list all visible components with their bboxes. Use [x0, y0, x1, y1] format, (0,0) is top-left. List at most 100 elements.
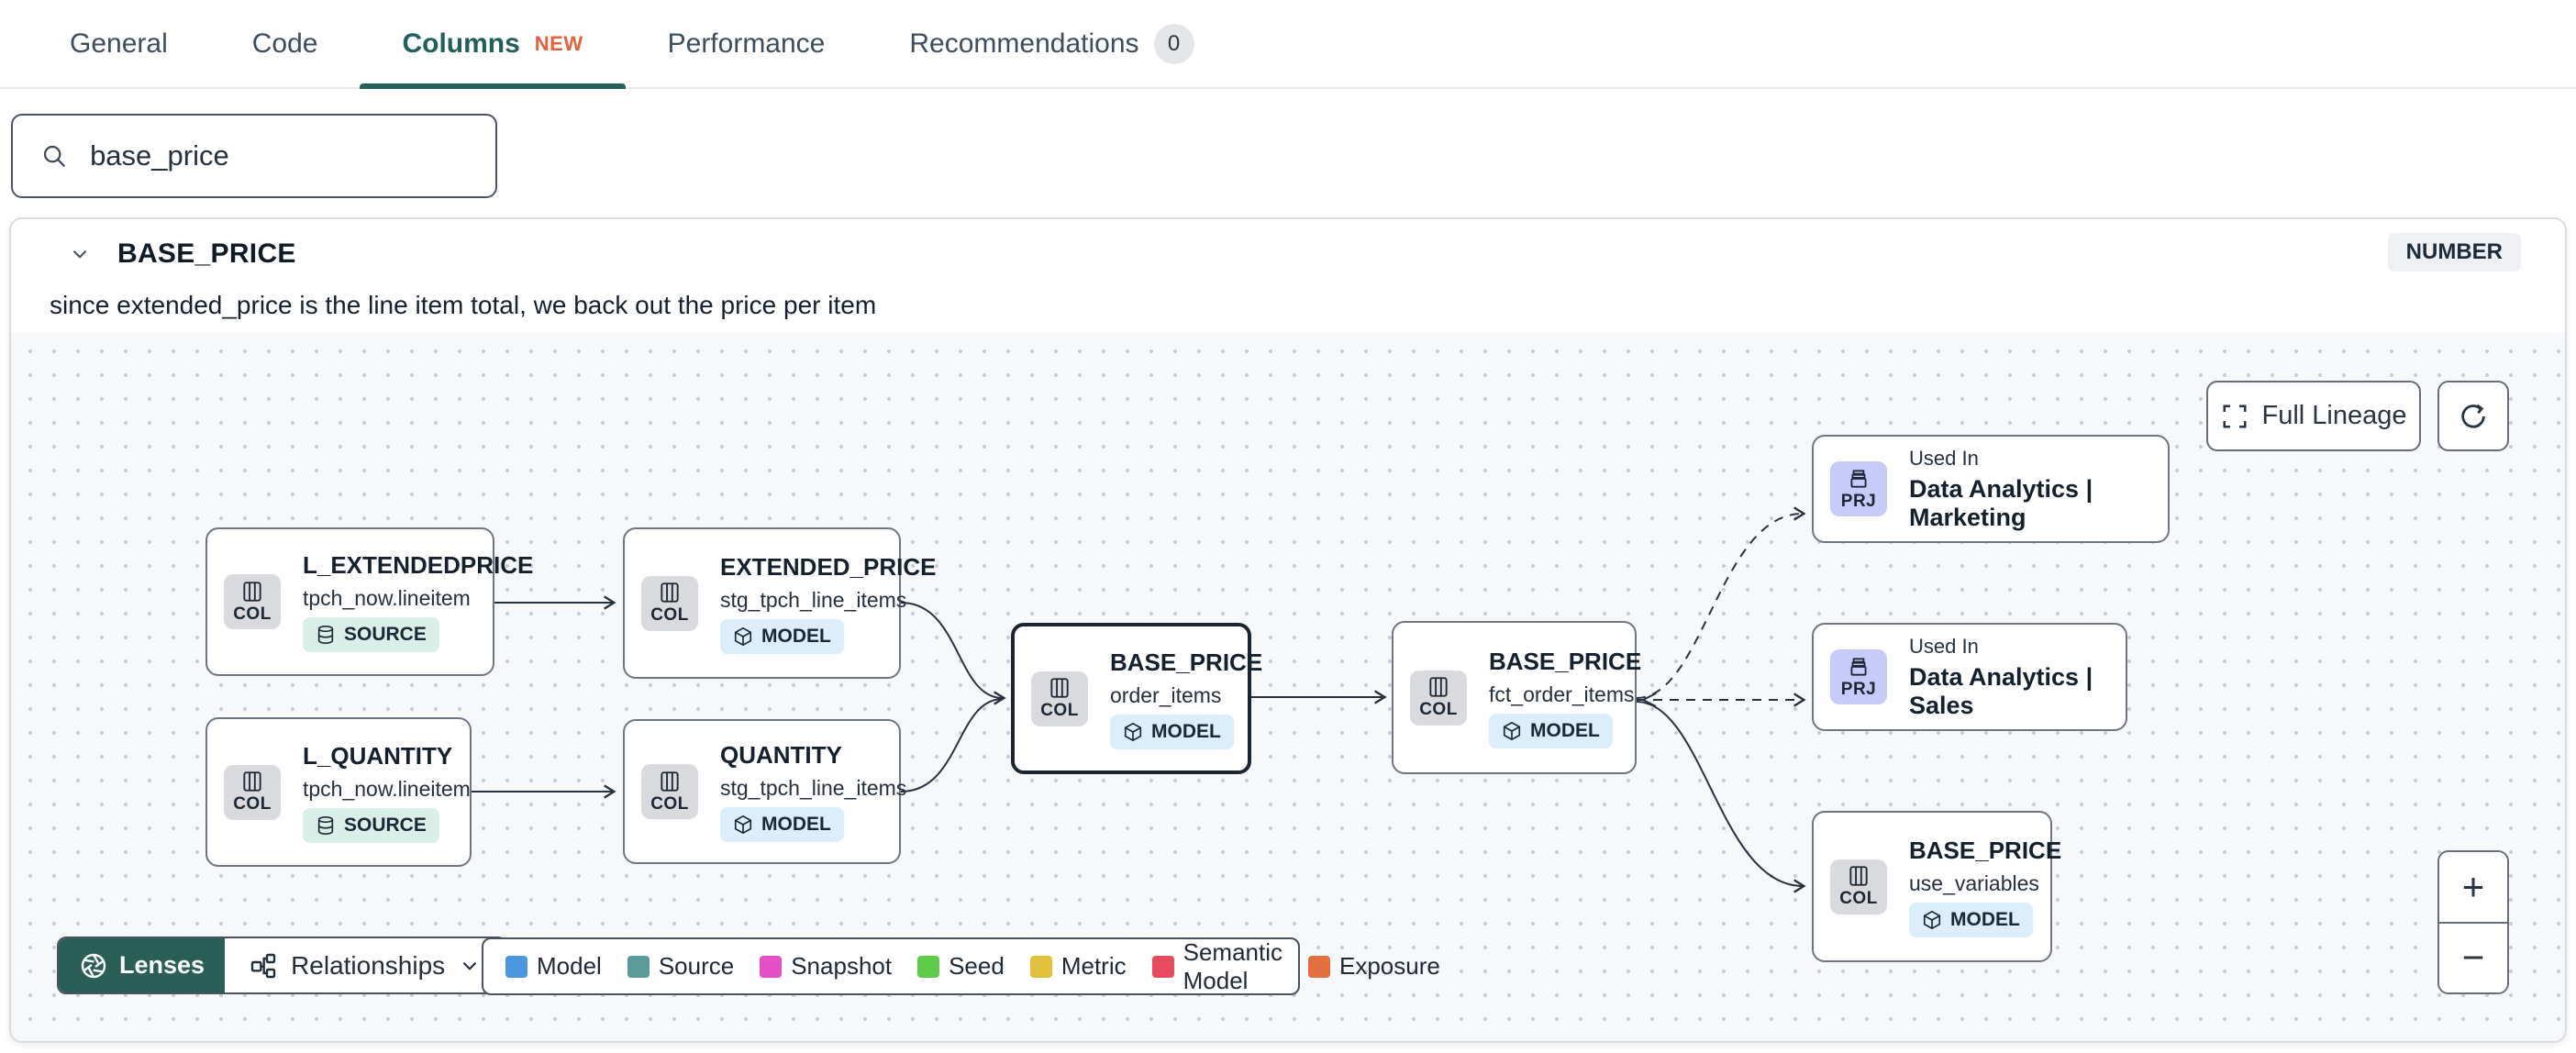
columns-icon — [1050, 678, 1069, 698]
column-type-badge: NUMBER — [2387, 233, 2521, 272]
node-type-legend: Model Source Snapshot Seed Metric Semant… — [482, 937, 1440, 995]
col-chip: COL — [1031, 671, 1088, 726]
model-swatch — [505, 955, 527, 978]
database-icon — [317, 815, 334, 835]
zoom-out-button[interactable]: − — [2439, 921, 2507, 992]
column-description: since extended_price is the line item to… — [50, 291, 877, 319]
collapse-chevron-icon[interactable] — [66, 240, 94, 268]
archive-icon — [1850, 469, 1867, 488]
node-subtitle: stg_tpch_line_items — [720, 776, 907, 800]
lenses-toolbar: Lenses Relationships — [57, 937, 508, 994]
column-name: BASE_PRICE — [117, 238, 296, 269]
search-input[interactable] — [90, 139, 468, 172]
new-badge: NEW — [534, 31, 583, 55]
node-title: EXTENDED_PRICE — [720, 552, 937, 581]
column-card: BASE_PRICE NUMBER since extended_price i… — [9, 217, 2567, 1043]
legend-item-semantic-model: Semantic Model — [1151, 938, 1282, 995]
refresh-icon — [2461, 404, 2485, 428]
used-in-label: Used In — [1909, 446, 1979, 470]
active-tab-underline — [360, 83, 626, 90]
archive-icon — [1850, 657, 1867, 676]
cube-icon — [1503, 721, 1521, 740]
prj-chip: PRJ — [1830, 649, 1887, 704]
col-chip: COL — [641, 764, 698, 819]
search-icon — [43, 145, 66, 168]
lineage-node-l-extendedprice[interactable]: COL L_EXTENDEDPRICE tpch_now.lineitem SO… — [205, 527, 533, 676]
database-icon — [317, 626, 334, 644]
columns-icon — [661, 582, 679, 603]
tab-general[interactable]: General — [28, 0, 210, 88]
tab-performance[interactable]: Performance — [626, 0, 868, 88]
aperture-icon — [81, 953, 106, 978]
tab-bar: General Code Columns NEW Performance Rec… — [0, 0, 2576, 90]
tab-code-label: Code — [251, 28, 318, 59]
columns-icon — [243, 771, 261, 792]
node-title: BASE_PRICE — [1909, 836, 2062, 864]
tab-performance-label: Performance — [667, 28, 826, 59]
refresh-button[interactable] — [2437, 381, 2509, 451]
snapshot-swatch — [760, 955, 783, 978]
model-badge: MODEL — [720, 618, 844, 654]
source-badge: SOURCE — [303, 807, 439, 843]
full-lineage-label: Full Lineage — [2261, 401, 2407, 430]
lineage-canvas[interactable]: COL L_EXTENDEDPRICE tpch_now.lineitem SO… — [11, 332, 2565, 1041]
columns-icon — [243, 581, 261, 602]
node-title: BASE_PRICE — [1489, 647, 1642, 675]
legend-item-metric: Metric — [1029, 952, 1127, 981]
search-box[interactable] — [11, 114, 497, 198]
lineage-node-base-price-use-variables[interactable]: COL BASE_PRICE use_variables MODEL — [1812, 811, 2061, 962]
lineage-node-used-in-sales[interactable]: PRJ Used In Data Analytics | Sales — [1812, 623, 2127, 731]
legend-item-seed: Seed — [917, 952, 1005, 981]
hierarchy-icon — [250, 953, 276, 978]
col-chip: COL — [1830, 859, 1887, 914]
model-badge: MODEL — [720, 807, 844, 842]
col-chip: COL — [641, 575, 698, 631]
node-subtitle: tpch_now.lineitem — [303, 586, 471, 610]
lineage-node-l-quantity[interactable]: COL L_QUANTITY tpch_now.lineitem SOURCE — [205, 717, 472, 867]
node-subtitle: use_variables — [1909, 870, 2039, 895]
full-lineage-button[interactable]: Full Lineage — [2206, 381, 2421, 451]
legend-item-exposure: Exposure — [1308, 952, 1440, 981]
model-badge: MODEL — [1909, 902, 2033, 937]
node-title: BASE_PRICE — [1110, 648, 1263, 676]
column-card-header: BASE_PRICE NUMBER since extended_price i… — [11, 219, 2565, 332]
metric-swatch — [1029, 955, 1052, 978]
relationships-dropdown[interactable]: Relationships — [225, 938, 506, 992]
node-subtitle: tpch_now.lineitem — [303, 776, 471, 801]
lineage-node-base-price-order-items[interactable]: COL BASE_PRICE order_items MODEL — [1011, 623, 1262, 774]
cube-icon — [734, 815, 752, 835]
relationships-label: Relationships — [291, 950, 446, 980]
model-badge: MODEL — [1110, 714, 1234, 749]
cube-icon — [1923, 910, 1941, 929]
source-badge: SOURCE — [303, 617, 439, 652]
col-chip: COL — [224, 574, 281, 629]
tab-columns-label: Columns — [402, 28, 520, 59]
tab-columns[interactable]: Columns NEW — [360, 0, 626, 90]
lenses-button[interactable]: Lenses — [59, 938, 226, 992]
lineage-node-extended-price[interactable]: COL EXTENDED_PRICE stg_tpch_line_items M… — [623, 527, 937, 679]
legend-item-source: Source — [627, 952, 734, 981]
project-name: Data Analytics | Marketing — [1909, 474, 2093, 531]
source-swatch — [627, 955, 650, 978]
zoom-in-button[interactable]: + — [2439, 852, 2507, 922]
lineage-node-used-in-marketing[interactable]: PRJ Used In Data Analytics | Marketing — [1812, 435, 2170, 543]
node-title: L_QUANTITY — [303, 741, 453, 770]
seed-swatch — [917, 955, 940, 978]
prj-chip: PRJ — [1830, 461, 1887, 516]
node-title: L_EXTENDEDPRICE — [303, 551, 534, 579]
tab-general-label: General — [70, 28, 168, 59]
cube-icon — [1124, 722, 1142, 741]
lineage-node-base-price-fct-order-items[interactable]: COL BASE_PRICE fct_order_items MODEL — [1392, 621, 1641, 774]
legend-item-model: Model — [505, 952, 602, 981]
lineage-node-quantity[interactable]: COL QUANTITY stg_tpch_line_items MODEL — [623, 719, 906, 864]
used-in-label: Used In — [1909, 634, 1979, 658]
lineage-edges — [472, 506, 1806, 893]
tab-recommendations-label: Recommendations — [909, 28, 1139, 59]
tab-recommendations[interactable]: Recommendations 0 — [867, 0, 1236, 88]
model-badge: MODEL — [1489, 713, 1613, 748]
columns-icon — [1429, 677, 1448, 697]
tab-code[interactable]: Code — [210, 0, 361, 88]
col-chip: COL — [224, 764, 281, 820]
recommendations-count-badge: 0 — [1153, 23, 1194, 64]
